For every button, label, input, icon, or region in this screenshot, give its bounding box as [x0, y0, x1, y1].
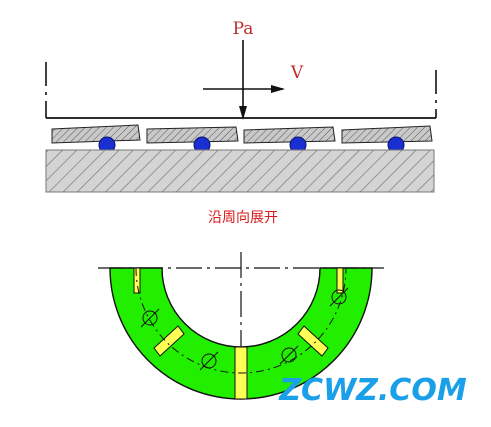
half-ring-view: [98, 252, 384, 400]
pivot-marker-3: [279, 345, 299, 365]
tilting-pads: [51, 124, 433, 144]
force-arrow-head: [239, 106, 247, 120]
velocity-arrow-head: [271, 85, 285, 93]
pad-spacers: [133, 267, 344, 400]
watermark-text: ZCWZ.COM: [278, 373, 467, 408]
pivot-balls: [98, 136, 405, 154]
force-label: Pa: [233, 19, 254, 39]
spacer-right: [297, 325, 329, 357]
unfold-caption: 沿周向展开: [208, 210, 278, 226]
bearing-pads-ring: [109, 267, 373, 400]
pivot-marker-1: [140, 308, 160, 328]
pad-4: [341, 125, 433, 144]
pad-2: [146, 126, 239, 144]
spacer-top-right: [336, 267, 344, 294]
velocity-label: V: [290, 63, 304, 83]
linear-development-view: Pa V: [45, 19, 437, 193]
spacer-left: [153, 325, 185, 357]
pad-1: [51, 124, 141, 144]
base-plate: [45, 149, 435, 193]
pad-3: [243, 126, 336, 144]
pivot-marker-2: [199, 351, 219, 371]
pivot-marker-4: [329, 287, 349, 307]
pitch-circle: [135, 267, 347, 374]
pivot-markers: [140, 287, 349, 371]
